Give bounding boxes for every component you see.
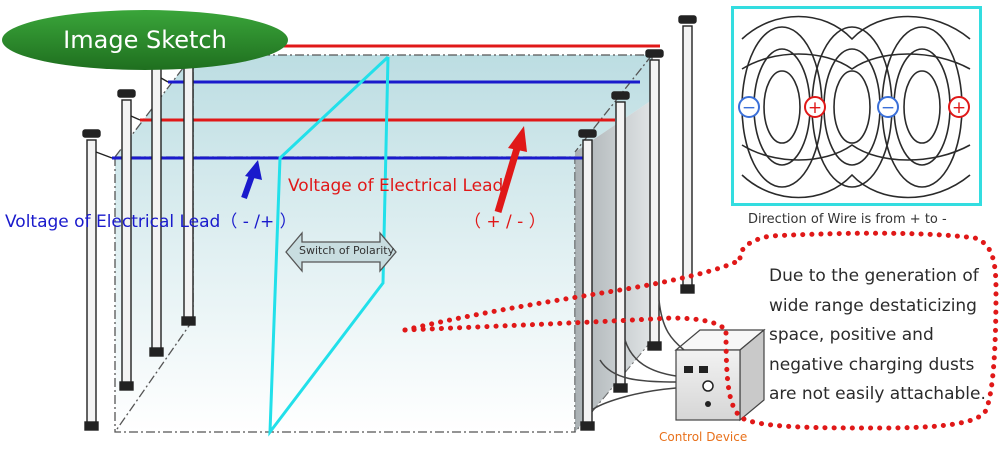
pole-right-3	[645, 49, 664, 351]
callout-text: Due to the generation of wide range dest…	[769, 262, 986, 410]
callout-line: wide range destaticizing	[769, 295, 977, 316]
side-panel	[575, 100, 652, 432]
inset-caption: Direction of Wire is from + to -	[748, 212, 947, 227]
red-lead-label-line2: （ + / - ）	[464, 212, 546, 232]
red-arrow	[494, 126, 527, 214]
blue-lead-label: Voltage of Electrical Lead（ - /+ ）	[5, 212, 297, 232]
callout-line: space, positive and	[769, 325, 934, 345]
switch-polarity-label: Switch of Polarity	[299, 244, 395, 257]
callout-line: Due to the generation of	[769, 266, 979, 286]
polarity-plane-outline	[268, 55, 390, 437]
control-device-label: Control Device	[659, 430, 748, 444]
charge-neg-2: −	[881, 98, 895, 118]
field-lines-svg: − + − +	[738, 15, 971, 199]
badge-title: Image Sketch	[63, 26, 227, 54]
callout-line: are not easily attachable.	[769, 384, 986, 404]
charge-markers	[738, 96, 970, 118]
switch-arrow	[285, 231, 397, 273]
pole-left-1	[82, 129, 113, 431]
charge-neg-1: −	[742, 98, 756, 118]
red-lead-label-line1: Voltage of Electrical Lead	[288, 176, 504, 196]
pole-right-1	[578, 129, 597, 431]
charge-pos-1: +	[808, 98, 822, 118]
callout-line: negative charging dusts	[769, 354, 975, 375]
control-device	[591, 299, 766, 422]
pole-right-4	[678, 15, 697, 294]
callout-dots	[402, 230, 999, 431]
field-diagram-inset: − + − +	[731, 6, 982, 206]
charge-pos-2: +	[952, 98, 966, 118]
blue-arrow	[241, 160, 262, 200]
pole-left-2	[117, 89, 141, 391]
image-sketch-badge	[2, 10, 288, 70]
pole-right-2	[611, 91, 630, 393]
